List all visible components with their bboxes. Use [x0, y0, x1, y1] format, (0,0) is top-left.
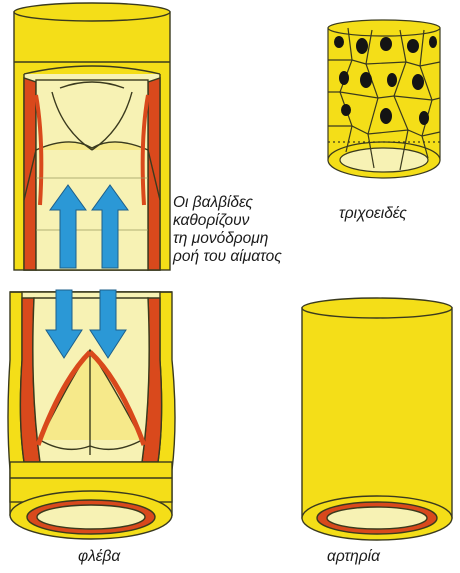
- valves-caption-line-1: Οι βαλβίδες: [173, 194, 282, 212]
- valves-caption: Οι βαλβίδες καθορίζουν τη μονόδρομη ροή …: [173, 194, 282, 266]
- valves-caption-line-4: ροή του αίματος: [173, 248, 282, 266]
- valves-caption-line-2: καθορίζουν: [173, 212, 282, 230]
- artery-label: αρτηρία: [327, 548, 380, 566]
- capillary-label: τριχοειδές: [339, 205, 407, 223]
- vein-lower-segment: [8, 292, 175, 539]
- valves-caption-line-3: τη μονόδρομη: [173, 230, 282, 248]
- vein-label: φλέβα: [78, 548, 120, 566]
- artery-tube: [302, 298, 452, 540]
- vein-upper-segment: [14, 3, 170, 270]
